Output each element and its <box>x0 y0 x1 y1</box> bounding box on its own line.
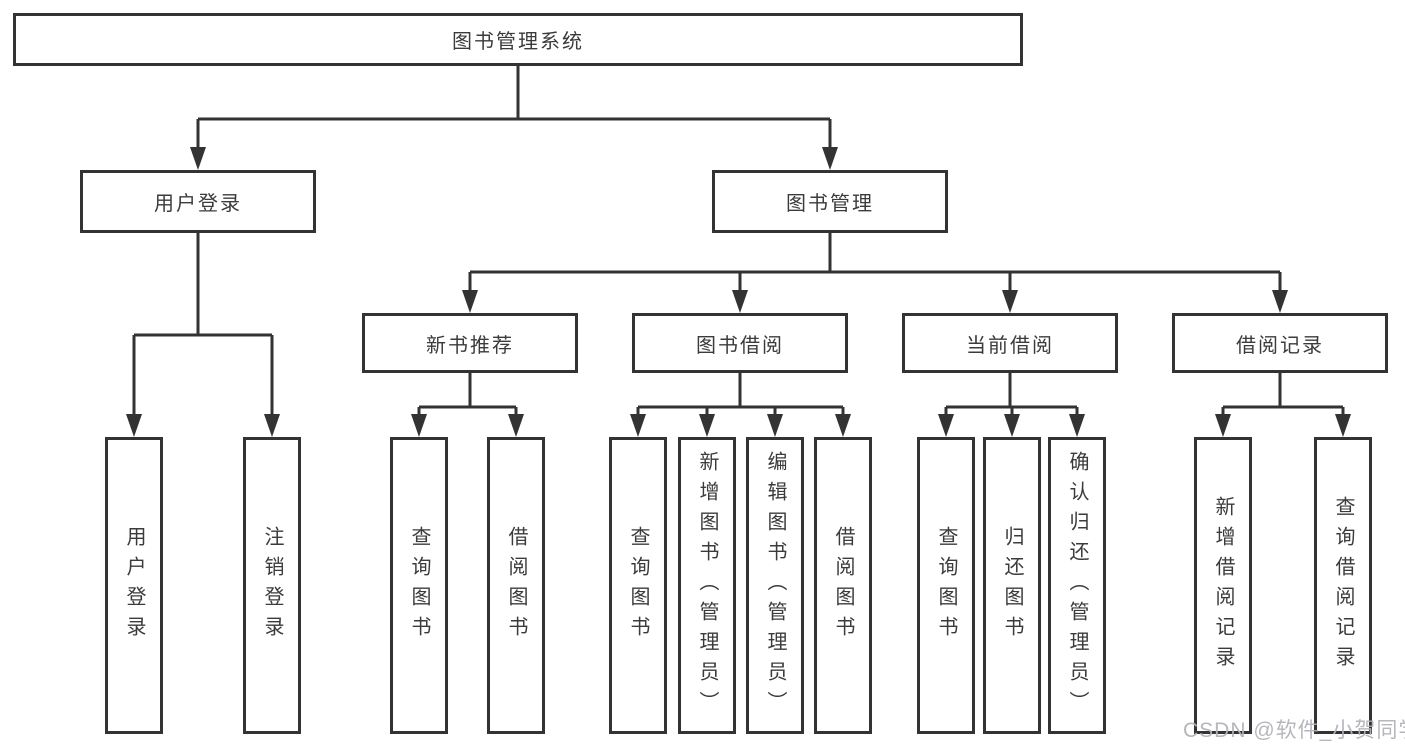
arrowheads <box>126 147 1351 437</box>
leaf-add-borrow-record-label: 新增借阅记录 <box>1212 495 1234 676</box>
leaf-confirm-return-admin-label: 确认归还（管理员） <box>1066 450 1088 721</box>
leaf-confirm-return-admin: 确认归还（管理员） <box>1048 437 1106 734</box>
node-library-system: 图书管理系统 <box>13 13 1023 66</box>
leaf-newbook-borrow-books: 借阅图书 <box>487 437 545 734</box>
leaf-borrowing-query-books: 查询图书 <box>609 437 667 734</box>
leaf-newbook-query-books: 查询图书 <box>390 437 448 734</box>
node-book-borrowing-label: 图书借阅 <box>696 334 784 357</box>
leaf-borrowing-query-books-label: 查询图书 <box>627 525 649 646</box>
leaf-query-borrow-record: 查询借阅记录 <box>1314 437 1372 734</box>
node-book-management-label: 图书管理 <box>786 193 874 215</box>
node-user-login-label: 用户登录 <box>154 193 242 215</box>
leaf-borrowing-borrow-books-label: 借阅图书 <box>832 525 854 646</box>
node-book-borrowing: 图书借阅 <box>632 313 848 373</box>
node-user-login: 用户登录 <box>80 170 316 233</box>
leaf-newbook-borrow-books-label: 借阅图书 <box>505 525 527 646</box>
leaf-edit-book-admin: 编辑图书（管理员） <box>746 437 804 734</box>
node-new-book-recommend: 新书推荐 <box>362 313 578 373</box>
node-current-borrowing: 当前借阅 <box>902 313 1118 373</box>
csdn-watermark: CSDN @软件_小贺同学 <box>1183 719 1405 742</box>
node-new-book-recommend-label: 新书推荐 <box>426 334 514 357</box>
leaf-newbook-query-books-label: 查询图书 <box>408 525 430 646</box>
node-borrowing-records: 借阅记录 <box>1172 313 1388 373</box>
leaf-current-query-books: 查询图书 <box>917 437 975 734</box>
leaf-user-login: 用户登录 <box>105 437 163 734</box>
leaf-return-books-label: 归还图书 <box>1001 525 1023 646</box>
leaf-query-borrow-record-label: 查询借阅记录 <box>1332 495 1354 676</box>
leaf-logout-label: 注销登录 <box>261 525 283 646</box>
node-library-system-label: 图书管理系统 <box>452 31 584 53</box>
leaf-add-borrow-record: 新增借阅记录 <box>1194 437 1252 734</box>
leaf-add-book-admin: 新增图书（管理员） <box>678 437 736 734</box>
leaf-user-login-label: 用户登录 <box>123 525 145 646</box>
leaf-return-books: 归还图书 <box>983 437 1041 734</box>
node-borrowing-records-label: 借阅记录 <box>1236 334 1324 357</box>
leaf-add-book-admin-label: 新增图书（管理员） <box>696 450 718 721</box>
leaf-borrowing-borrow-books: 借阅图书 <box>814 437 872 734</box>
leaf-edit-book-admin-label: 编辑图书（管理员） <box>764 450 786 721</box>
leaf-logout: 注销登录 <box>243 437 301 734</box>
leaf-current-query-books-label: 查询图书 <box>935 525 957 646</box>
node-current-borrowing-label: 当前借阅 <box>966 334 1054 357</box>
node-book-management: 图书管理 <box>712 170 948 233</box>
